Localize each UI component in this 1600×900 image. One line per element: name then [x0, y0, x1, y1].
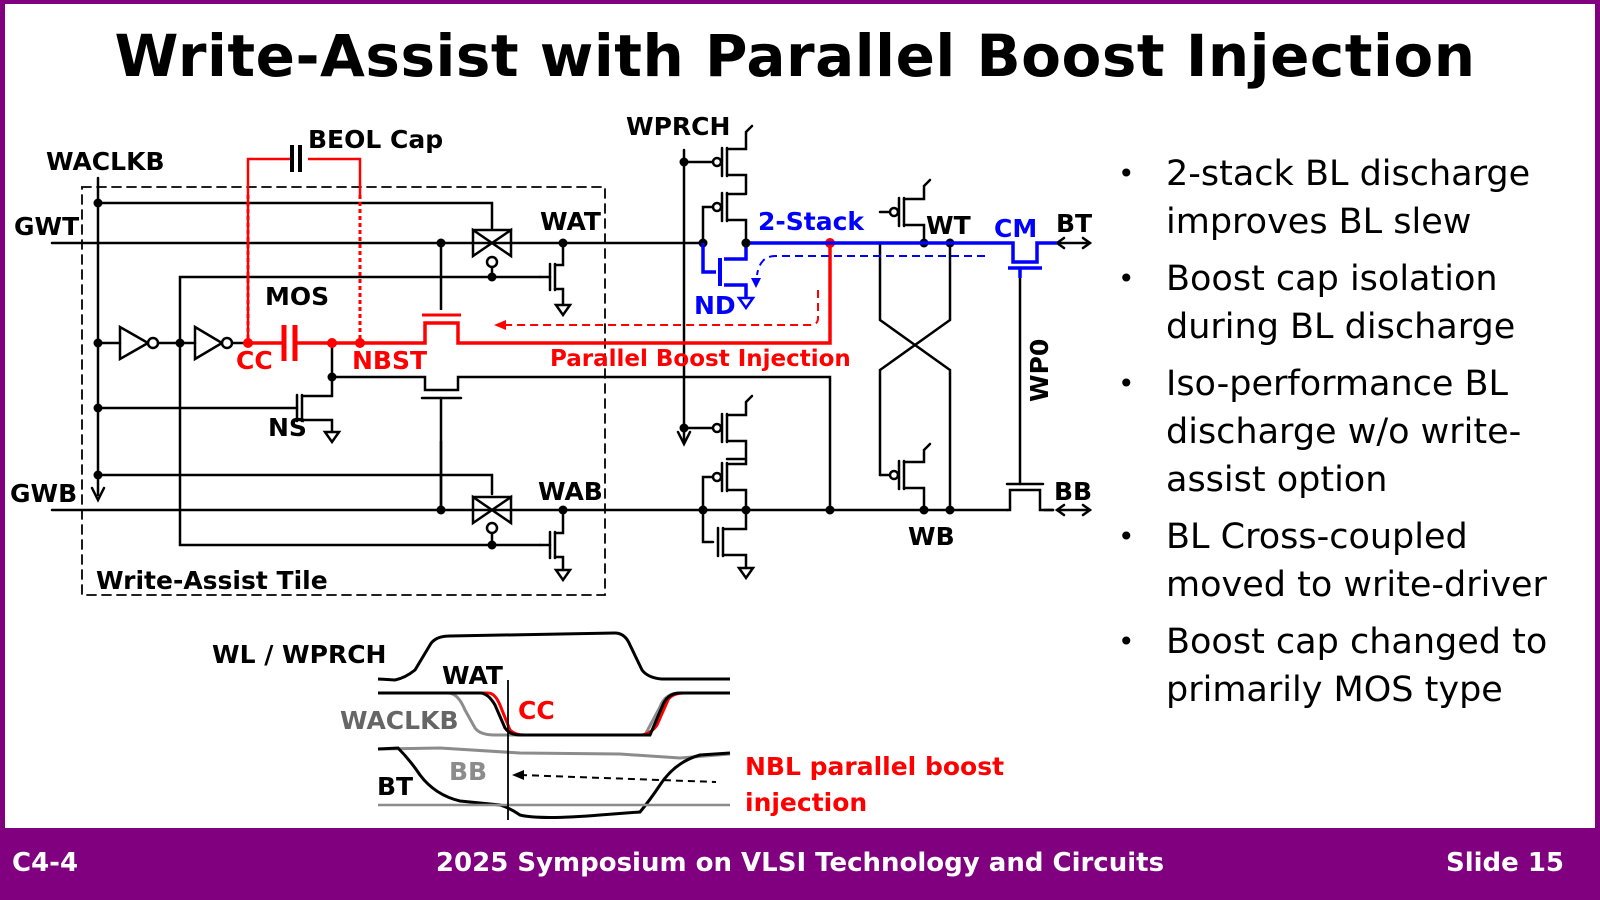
- bullet-item: •2-stack BL discharge improves BL slew: [1118, 150, 1588, 246]
- label-bt: BT: [1056, 209, 1092, 238]
- footer-conference: 2025 Symposium on VLSI Technology and Ci…: [435, 848, 1165, 878]
- junction-dots: [93, 157, 955, 550]
- bullet-item: •BL Cross-coupled moved to write-driver: [1118, 513, 1588, 609]
- slide-title: Write-Assist with Parallel Boost Injecti…: [114, 22, 1476, 90]
- label-wt: WT: [926, 211, 971, 240]
- bullet-list: •2-stack BL discharge improves BL slew •…: [1118, 150, 1588, 723]
- label-gwb: GWB: [10, 479, 77, 508]
- waveform-diagram: [377, 631, 731, 820]
- ground-icon: [322, 430, 342, 445]
- ground-icon: [736, 566, 756, 581]
- label-wat: WAT: [540, 207, 601, 236]
- slide-footer: C4-4 2025 Symposium on VLSI Technology a…: [0, 828, 1600, 900]
- waveform-bb: [377, 746, 731, 760]
- wave-label-bt: BT: [377, 772, 413, 801]
- wave-annotation-line1: NBL parallel boost: [745, 752, 1004, 781]
- wave-label-wl-wprch: WL / WPRCH: [212, 640, 386, 669]
- label-waclkb: WACLKB: [46, 147, 165, 176]
- footer-slide-number: Slide 15: [1445, 848, 1564, 878]
- label-gwt: GWT: [14, 212, 79, 241]
- ns-drain-wire: [330, 375, 832, 512]
- inverter-2-icon: [193, 324, 225, 362]
- waveform-wl-wprch: [377, 631, 730, 682]
- bullet-dot-icon: •: [1118, 157, 1135, 190]
- label-mos: MOS: [265, 282, 329, 311]
- label-write-assist-tile: Write-Assist Tile: [96, 566, 328, 595]
- bullet-dot-icon: •: [1118, 367, 1135, 400]
- bullet-item: •Boost cap isolation during BL discharge: [1118, 255, 1588, 351]
- label-cc: CC: [236, 346, 273, 375]
- label-bb: BB: [1054, 477, 1092, 506]
- bb-bidirectional-arrow-icon: [1054, 503, 1093, 517]
- waveform-wat: [378, 691, 730, 737]
- bullet-dot-icon: •: [1118, 262, 1135, 295]
- wave-label-waclkb: WACLKB: [340, 706, 459, 735]
- tg1-bottom-control-wire: [178, 275, 542, 345]
- label-wab: WAB: [538, 477, 603, 506]
- waveform-bt: [377, 746, 731, 819]
- bt-bidirectional-arrow-icon: [1054, 236, 1093, 250]
- nd-ground-icon: [736, 296, 756, 311]
- bullet-dot-icon: •: [1118, 520, 1135, 553]
- inverter-1-icon: [118, 324, 151, 362]
- label-wb: WB: [908, 522, 955, 551]
- ground-icon: [553, 568, 573, 583]
- nbl-boost-arrow-icon: [519, 774, 717, 783]
- tg1-control-wire: [96, 201, 494, 230]
- label-nbst: NBST: [352, 346, 427, 375]
- bullet-item: •Boost cap changed to primarily MOS type: [1118, 618, 1588, 714]
- wave-label-wat: WAT: [442, 661, 503, 690]
- label-parallel-boost-injection: Parallel Boost Injection: [550, 346, 851, 372]
- label-wprch: WPRCH: [626, 112, 730, 141]
- label-nd: ND: [694, 291, 736, 320]
- bullet-item: •Iso-performance BL discharge w/o write-…: [1118, 360, 1588, 504]
- transmission-gate-wab-icon: [471, 494, 513, 535]
- label-beol-cap: BEOL Cap: [308, 125, 443, 154]
- label-2-stack: 2-Stack: [758, 207, 865, 236]
- ground-icon: [553, 303, 573, 318]
- footer-session-id: C4-4: [12, 848, 79, 878]
- label-wp0: WP0: [1025, 339, 1054, 402]
- label-cm: CM: [994, 214, 1037, 243]
- wprch-arrow-icon: [676, 430, 692, 447]
- write-assist-tile-boundary: [81, 186, 606, 596]
- waclkb-arrow-icon: [90, 486, 106, 503]
- bullet-dot-icon: •: [1118, 625, 1135, 658]
- slide-canvas: [5, 4, 1595, 828]
- tg2-control-wire: [178, 341, 542, 547]
- boost-path: [246, 145, 832, 361]
- wave-annotation-line2: injection: [745, 788, 867, 817]
- label-ns: NS: [268, 413, 307, 442]
- two-stack-path: [701, 241, 1057, 311]
- wave-label-cc: CC: [518, 696, 555, 725]
- transmission-gate-wat-icon: [471, 227, 513, 269]
- wave-label-bb: BB: [449, 757, 487, 786]
